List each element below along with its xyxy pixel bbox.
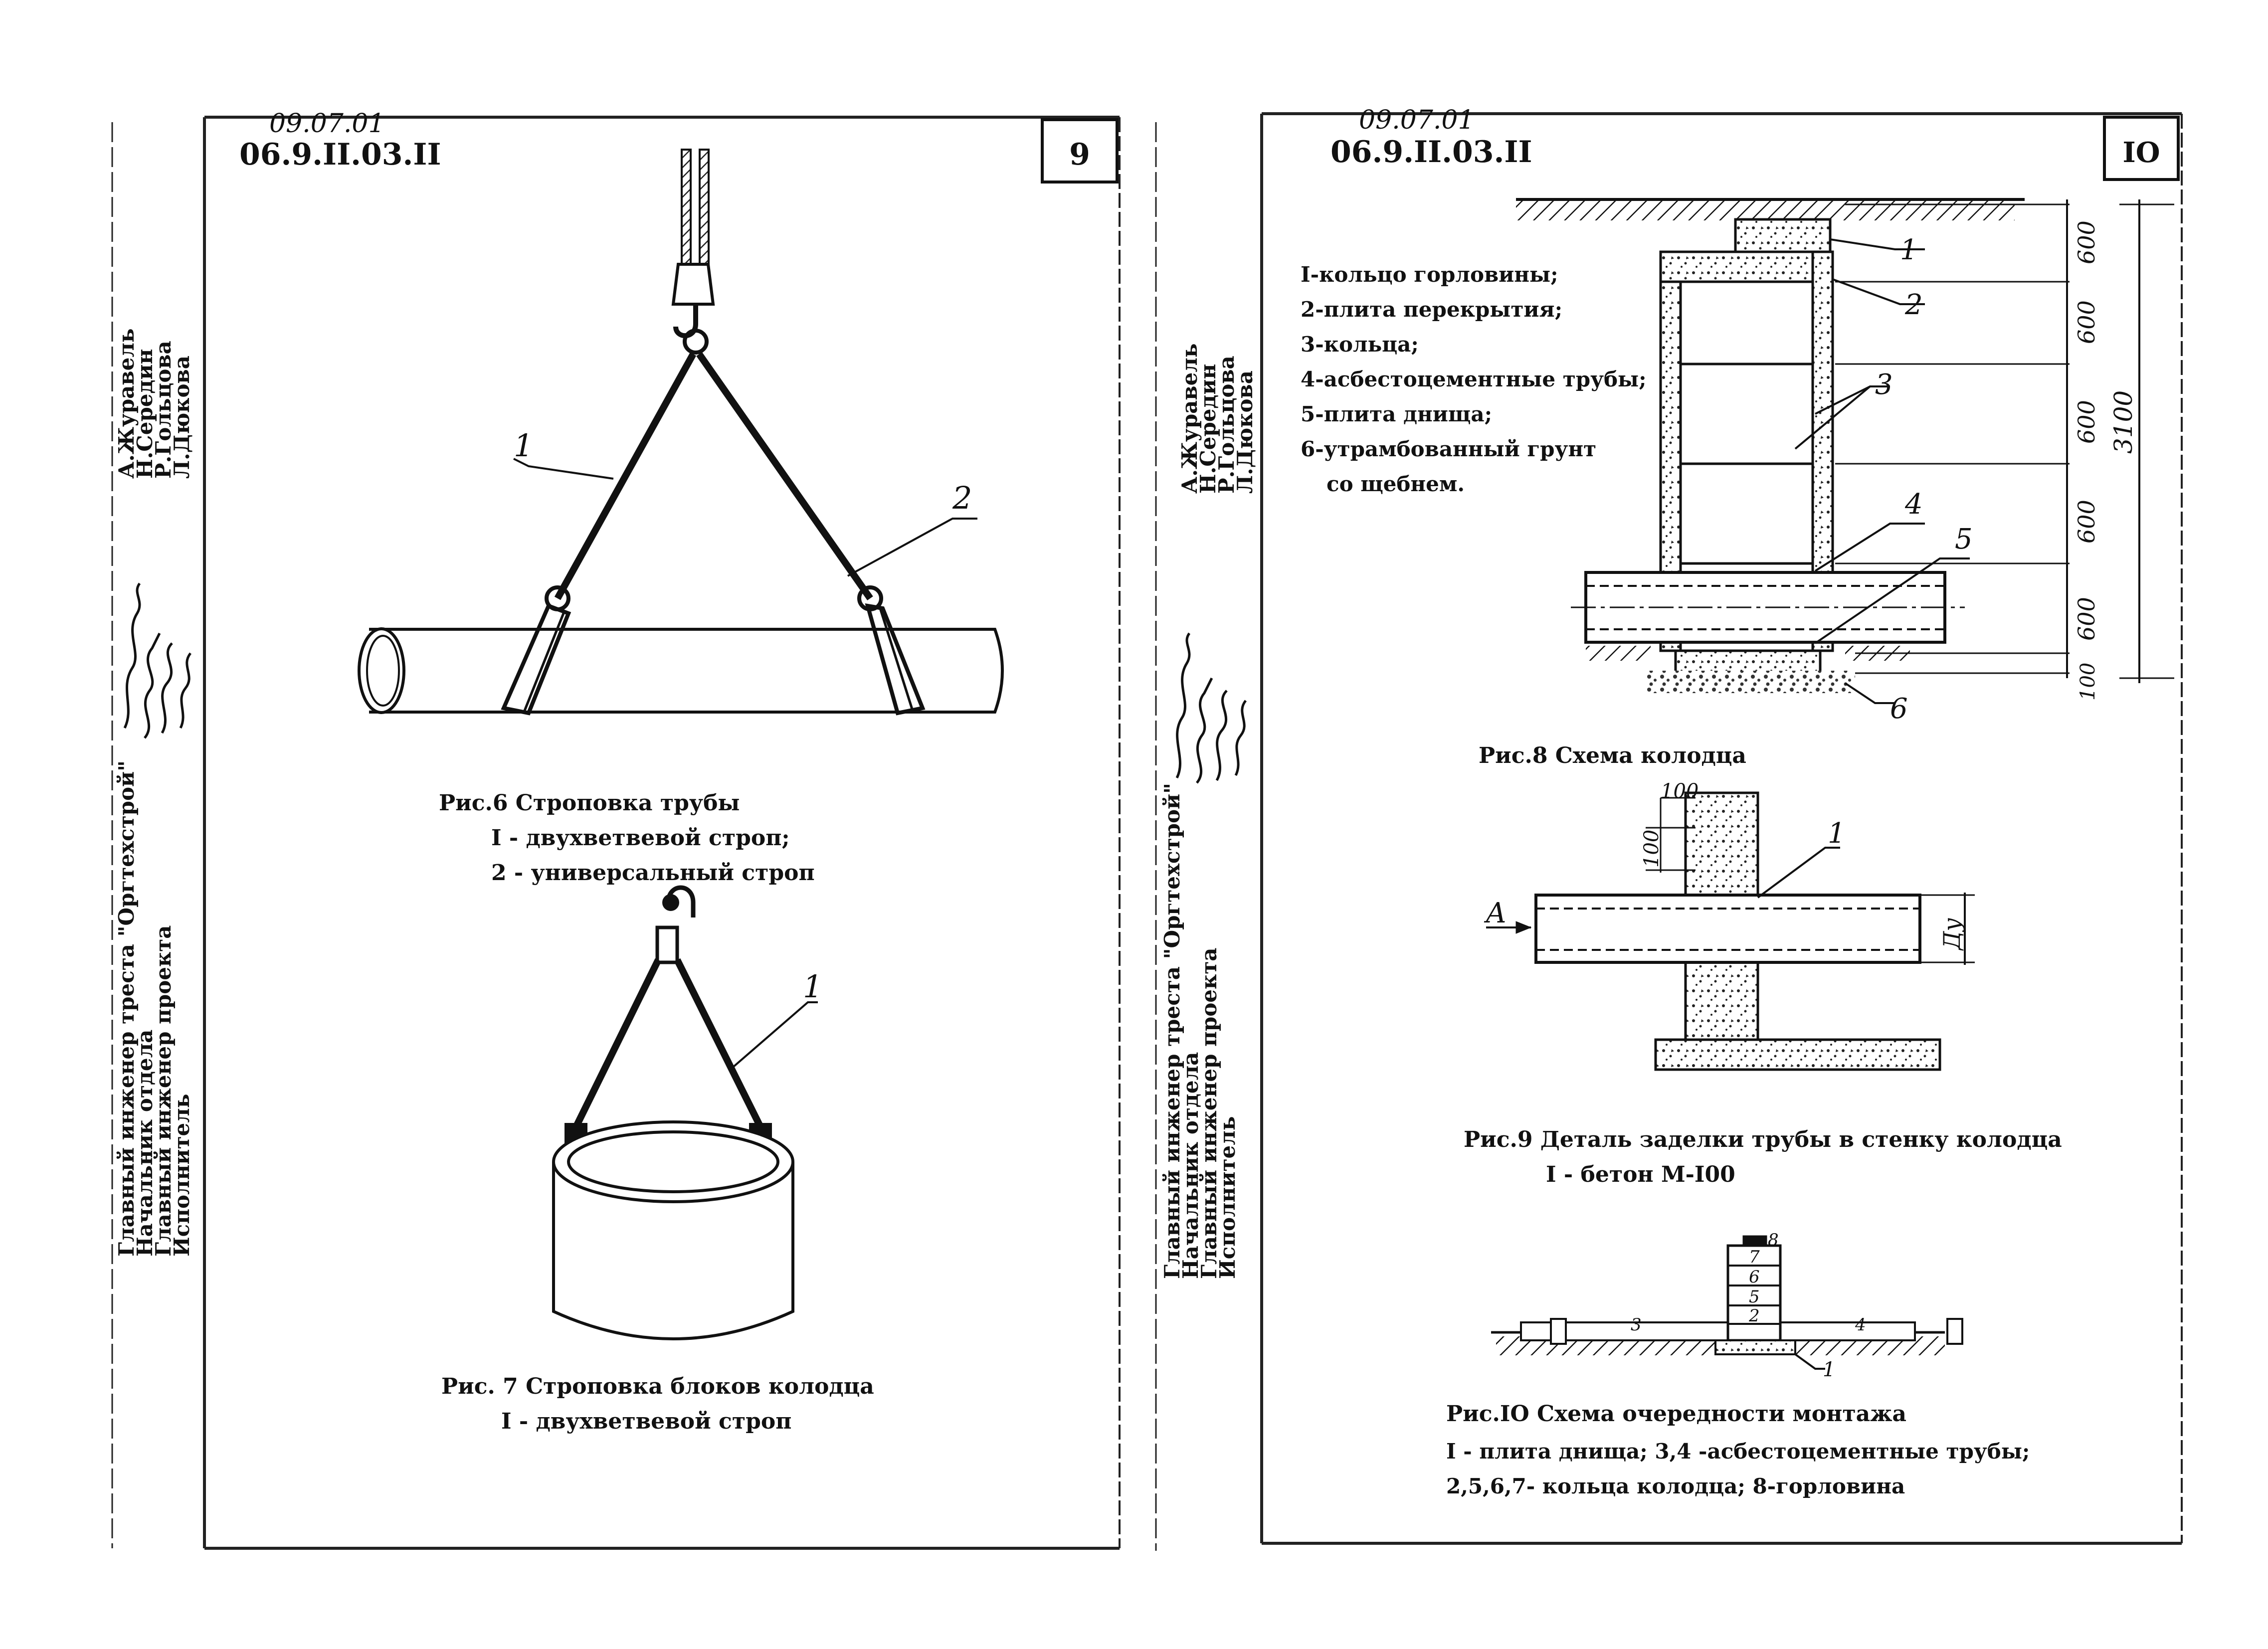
fig10-num-7: 7 (1749, 1247, 1760, 1267)
signatures (123, 582, 192, 739)
figure-7-ring-slinging (552, 885, 818, 1340)
fig9-label-du: Ду (1938, 918, 1965, 951)
fig10-legend-2: 2,5,6,7- кольца колодца; 8-горловина (1446, 1474, 1905, 1498)
title-stamp: Главный инженер треста "Оргтехстрой" Нач… (1160, 344, 1257, 1279)
fig9-dim-2: 100 (1640, 830, 1663, 868)
fig8-legend-2: 2-плита перекрытия; (1301, 297, 1562, 322)
page-number: IO (2123, 136, 2160, 169)
fig10-num-5: 5 (1749, 1287, 1760, 1307)
fig9-label-a: A (1484, 897, 1506, 929)
stamp-role-4: Исполнитель (170, 1094, 194, 1257)
fig6-legend-1: I - двухветвевой строп; (491, 825, 790, 851)
title-stamp: Главный инженер треста "Оргтехстрой" Нач… (114, 329, 194, 1257)
fig8-legend-5: 5-плита днища; (1301, 402, 1492, 426)
handwritten-date: 09.07.01 (1359, 105, 1475, 135)
stamp-role-3: Главный инженер проекта (1197, 947, 1221, 1279)
fig6-callout-2: 2 (952, 480, 972, 516)
stamp-name-2: Н.Середин (133, 349, 157, 479)
fig6-caption: Рис.6 Строповка трубы (439, 790, 740, 816)
fig10-num-2: 2 (1748, 1306, 1760, 1326)
fig8-callout-2: 2 (1904, 289, 1923, 321)
figure-8-manhole-scheme (1516, 198, 2174, 704)
fig8-caption: Рис.8 Схема колодца (1479, 743, 1746, 768)
fig8-legend-1: I-кольцо горловины; (1301, 262, 1558, 287)
signatures (1175, 632, 1247, 784)
fig7-legend-1: I - двухветвевой строп (501, 1409, 791, 1434)
fig8-callout-6: 6 (1890, 693, 1908, 725)
handwritten-date: 09.07.01 (269, 109, 385, 139)
document-code: 06.9.II.03.II (1330, 135, 1532, 170)
fig7-callout-1: 1 (803, 968, 822, 1005)
stamp-name-3: Р.Гольцова (151, 341, 176, 479)
fig8-callout-1: 1 (1900, 234, 1918, 266)
sheet-frame (1155, 112, 2183, 1551)
stamp-role-1: Главный инженер треста "Оргтехстрой" (1160, 783, 1184, 1279)
stamp-name-2: Н.Середин (1196, 364, 1220, 494)
fig8-callout-4: 4 (1904, 488, 1923, 521)
fig8-callout-5: 5 (1955, 523, 1973, 555)
stamp-name-4: Л.Дюкова (1233, 370, 1257, 494)
fig8-dim-1: 600 (2073, 220, 2100, 264)
figure-10-installation-order (1491, 1235, 1963, 1370)
fig7-caption: Рис. 7 Строповка блоков колодца (441, 1374, 874, 1399)
fig10-num-3: 3 (1631, 1315, 1642, 1335)
fig9-caption: Рис.9 Деталь заделки трубы в стенку коло… (1464, 1127, 2062, 1152)
stamp-role-4: Исполнитель (1215, 1116, 1240, 1279)
page-number-box: 9 (1041, 118, 1119, 183)
fig8-legend-7: со щебнем. (1326, 472, 1465, 496)
stamp-role-2: Начальник отдела (1178, 1052, 1203, 1279)
stamp-name-1: А.Журавель (114, 329, 139, 479)
sheet-page-10: 09.07.01 06.9.II.03.II IO Главный инжене… (1155, 105, 2183, 1551)
fig10-caption: Рис.IO Схема очередности монтажа (1446, 1401, 1906, 1427)
sheet-frame (111, 116, 1121, 1550)
fig8-dim-4: 600 (2073, 500, 2100, 544)
fig10-num-4: 4 (1855, 1315, 1866, 1335)
stamp-name-3: Р.Гольцова (1214, 356, 1239, 494)
stamp-role-2: Начальник отдела (133, 1030, 157, 1257)
fig6-legend-2: 2 - универсальный строп (491, 860, 815, 886)
sheet-page-9: 09.07.01 06.9.II.03.II 9 Главный инженер… (111, 109, 1121, 1550)
figure-6-pipe-slinging (358, 149, 1004, 716)
fig8-dim-total: 3100 (2109, 390, 2138, 454)
fig8-legend-4: 4-асбестоцементные трубы; (1301, 367, 1647, 391)
fig9-callout-1: 1 (1828, 817, 1846, 850)
fig6-callout-1: 1 (514, 427, 533, 464)
fig8-dim-6: 100 (2077, 663, 2099, 701)
stamp-role-3: Главный инженер проекта (151, 925, 176, 1257)
page-number: 9 (1069, 137, 1090, 172)
fig10-num-8: 8 (1768, 1230, 1779, 1250)
page-number-box: IO (2103, 116, 2180, 181)
stamp-role-1: Главный инженер треста "Оргтехстрой" (114, 760, 139, 1257)
fig10-num-6: 6 (1749, 1267, 1760, 1287)
stamp-name-1: А.Журавель (1177, 344, 1202, 494)
figure-9-pipe-embedding (1486, 791, 1975, 1071)
document-code: 06.9.II.03.II (239, 137, 441, 172)
stamp-name-4: Л.Дюкова (170, 356, 194, 479)
fig8-dim-5: 600 (2073, 597, 2100, 641)
fig8-callout-3: 3 (1875, 368, 1893, 401)
fig8-dim-3: 600 (2073, 400, 2100, 444)
fig8-legend-6: 6-утрамбованный грунт (1301, 437, 1596, 461)
fig10-num-1: 1 (1823, 1358, 1835, 1381)
fig9-legend-1: I - бетон М-I00 (1546, 1162, 1735, 1187)
fig8-legend-3: 3-кольца; (1301, 332, 1419, 357)
fig10-legend-1: I - плита днища; 3,4 -асбестоцементные т… (1446, 1439, 2030, 1464)
fig9-dim-1: 100 (1661, 780, 1699, 803)
fig8-dim-2: 600 (2073, 300, 2100, 344)
